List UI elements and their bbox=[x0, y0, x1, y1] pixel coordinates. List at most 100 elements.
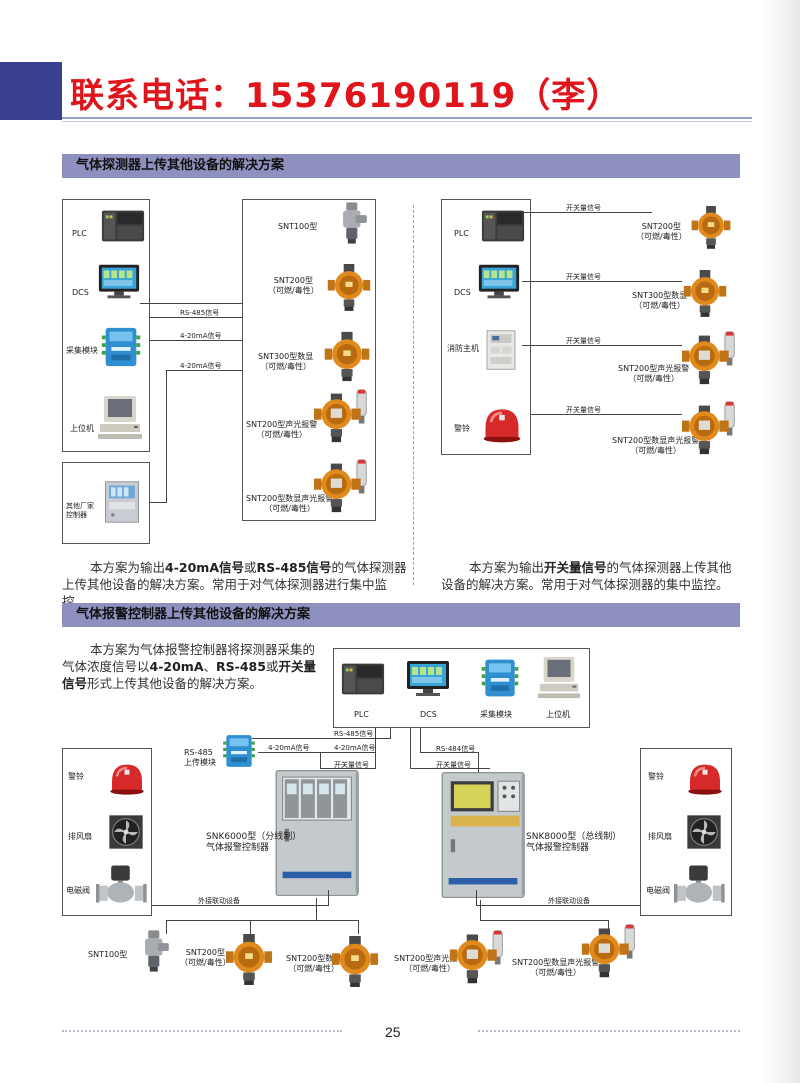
s2-line-8000-bus bbox=[480, 920, 608, 921]
snt100-detector-icon bbox=[332, 200, 370, 246]
header-rule bbox=[62, 117, 752, 119]
s2-right-bell-label: 警铃 bbox=[648, 772, 664, 781]
s2-left-fan-label: 排风扇 bbox=[68, 832, 92, 841]
snk8000-controller-icon bbox=[440, 770, 526, 900]
s2-desc-sep: 、 bbox=[203, 659, 217, 674]
s1-right-line-1 bbox=[524, 212, 652, 213]
s2-snt200-display-alarm-detector-icon bbox=[580, 922, 640, 980]
s2-det1-label: SNT100型 bbox=[88, 950, 128, 959]
s2-left-valve-label: 电磁阀 bbox=[66, 886, 90, 895]
s1-right-det2-label: SNT300型数显 （可燃/毒性） bbox=[632, 291, 688, 310]
s1-right-sw2: 开关量信号 bbox=[566, 273, 601, 281]
contact-phone-title: 联系电话：15376190119（李） bbox=[70, 76, 622, 116]
s2-desc-rs485: RS-485 bbox=[216, 659, 266, 674]
s1-right-det4-label: SNT200型数显声光报警 （可燃/毒性） bbox=[612, 436, 700, 455]
footer-dash-right bbox=[478, 1030, 740, 1032]
s1-right-det1-label: SNT200型 （可燃/毒性） bbox=[636, 222, 687, 241]
s2-description: 本方案为气体报警控制器将探测器采集的气体浓度信号以4-20mA、RS-485或开… bbox=[62, 641, 324, 692]
s2-line-ext1-v bbox=[328, 890, 329, 906]
s2-line-v-sw-b bbox=[410, 728, 411, 768]
s1-other-controller-label: 其他厂家 控制器 bbox=[66, 502, 94, 519]
s2-ma-a-signal: 4-20mA信号 bbox=[268, 744, 310, 752]
s2-rs484b-signal: RS-484信号 bbox=[436, 745, 476, 753]
s1-left-line-other bbox=[150, 502, 167, 503]
s2-snt100-detector-icon bbox=[134, 928, 172, 974]
s1-ma2-signal: 4-20mA信号 bbox=[180, 362, 222, 370]
right-snt200-detector-icon bbox=[690, 204, 732, 250]
s2-dcs-label: DCS bbox=[420, 710, 437, 719]
s2-rs485a-signal: RS-485信号 bbox=[334, 730, 374, 738]
s1-left-line-rs485 bbox=[150, 317, 242, 318]
right-snt300-detector-icon bbox=[682, 268, 728, 318]
s2-right-valve-icon bbox=[674, 862, 728, 906]
upper-computer-icon bbox=[96, 394, 144, 442]
s2-line-ext2 bbox=[476, 905, 640, 906]
s2-ext1-signal: 外接联动设备 bbox=[198, 897, 240, 905]
right-snt200-display-alarm-detector-icon bbox=[680, 400, 740, 456]
s2-ma-b-signal: 4-20mA信号 bbox=[334, 744, 376, 752]
s2-det4-label: SNT200型声光报警 （可燃/毒性） bbox=[394, 954, 466, 973]
s2-plc-icon bbox=[340, 658, 386, 700]
s1-left-desc-pre: 本方案为输出 bbox=[90, 560, 166, 575]
s2-line-v-ma bbox=[375, 728, 376, 768]
dcs-monitor-icon bbox=[96, 262, 142, 302]
snt200-alarm-detector-icon bbox=[312, 388, 372, 444]
s1-right-sw4: 开关量信号 bbox=[566, 406, 601, 414]
s1-dcs-label: DCS bbox=[72, 288, 89, 297]
s1-column-divider bbox=[413, 205, 414, 585]
s2-right-valve-label: 电磁阀 bbox=[646, 886, 670, 895]
s2-desc-pre: 本方案为气体报警控制器将探测器采集的气体浓度信号以 bbox=[62, 642, 316, 674]
s2-snk8000-label: SNK8000型（总线制） 气体报警控制器 bbox=[526, 832, 622, 853]
s2-line-h-sw-b bbox=[410, 768, 490, 769]
section2-title-bar: 气体报警控制器上传其他设备的解决方案 bbox=[62, 603, 740, 627]
s2-det3-label: SNT200型数显 （可燃/毒性） bbox=[286, 954, 342, 973]
s2-plc-label: PLC bbox=[354, 710, 369, 719]
s2-line-6000-bus bbox=[166, 920, 358, 921]
right-plc-icon bbox=[480, 206, 526, 246]
s1-right-bell-label: 警铃 bbox=[454, 424, 470, 433]
s1-det-snt200-display-alarm-label: SNT200型数显声光报警 （可燃/毒性） bbox=[246, 494, 334, 513]
s1-right-desc-switch: 开关量信号 bbox=[544, 560, 607, 575]
s1-left-line-dcs bbox=[140, 303, 242, 304]
s2-line-h-sw-a bbox=[320, 768, 376, 769]
s1-left-desc-or: 或 bbox=[244, 560, 257, 575]
s2-left-valve-icon bbox=[96, 862, 150, 906]
s2-collector-label: 采集模块 bbox=[480, 710, 512, 719]
header-accent-block bbox=[0, 62, 62, 120]
s2-det2-label: SNT200型 （可燃/毒性） bbox=[180, 948, 231, 967]
fire-host-icon bbox=[480, 326, 522, 374]
s2-snt200-display-detector-icon bbox=[330, 934, 380, 988]
s1-ma1-signal: 4-20mA信号 bbox=[180, 332, 222, 340]
s2-ext2-signal: 外接联动设备 bbox=[548, 897, 590, 905]
s2-rs485-module-label: RS-485 上传模块 bbox=[184, 748, 216, 767]
s2-line-6000-down bbox=[316, 898, 317, 920]
s2-desc-post: 形式上传其他设备的解决方案。 bbox=[87, 676, 263, 691]
page-number: 25 bbox=[385, 1024, 401, 1040]
s1-right-line-4 bbox=[531, 414, 682, 415]
section1-title-bar: 气体探测器上传其他设备的解决方案 bbox=[62, 154, 740, 178]
s2-line-6000-d2 bbox=[250, 920, 251, 934]
s2-sw-a-signal: 开关量信号 bbox=[334, 761, 369, 769]
s2-right-fan-icon bbox=[684, 812, 724, 852]
s1-right-desc-post: 的气体探测器上传其他设备的解决方案。常用于对气体探测器的集中监控。 bbox=[441, 560, 732, 592]
s2-left-fan-icon bbox=[106, 812, 146, 852]
collector-module-icon bbox=[98, 323, 144, 371]
s2-line-v-rs484 bbox=[420, 728, 421, 752]
s2-line-6000-d3 bbox=[358, 920, 359, 934]
s1-left-description: 本方案为输出4-20mA信号或RS-485信号的气体探测器上传其他设备的解决方案… bbox=[62, 559, 407, 610]
s1-left-line-vertical bbox=[166, 370, 167, 502]
s2-line-h-ma bbox=[258, 752, 375, 753]
s1-right-sw1: 开关量信号 bbox=[566, 204, 601, 212]
snt300-detector-icon bbox=[322, 330, 372, 382]
s1-left-desc-ma: 4-20mA信号 bbox=[165, 560, 244, 575]
page-edge-shade bbox=[760, 0, 800, 1083]
s2-line-6000-d1 bbox=[166, 920, 167, 934]
s1-det-snt300-label: SNT300型数显 （可燃/毒性） bbox=[258, 352, 314, 371]
s2-line-v-sw-a bbox=[320, 752, 321, 768]
plc-icon bbox=[100, 206, 146, 246]
s2-line-h-rs484 bbox=[420, 752, 478, 753]
s2-left-bell-icon bbox=[106, 758, 148, 798]
snt200-detector-icon bbox=[326, 262, 372, 312]
s2-dcs-monitor-icon bbox=[404, 658, 452, 700]
s1-left-desc-post: 的气体探测器上传其他设备的解决方案。常用于对气体探测器进行集中监控。 bbox=[62, 560, 407, 609]
